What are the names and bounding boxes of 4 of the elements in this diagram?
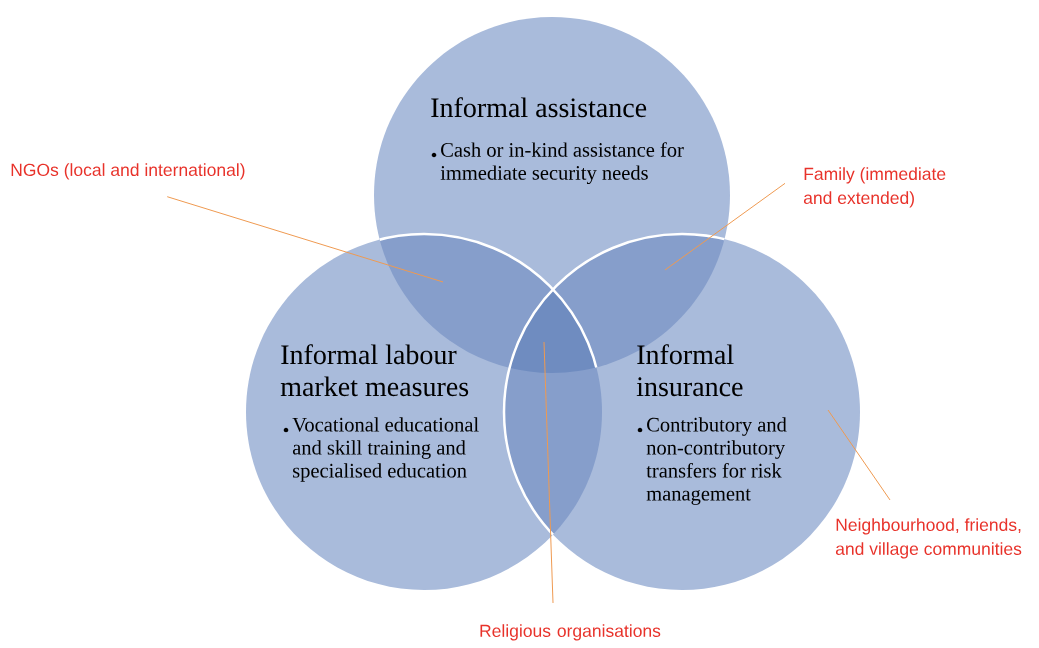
label: NGOs (local and international) [11,163,245,180]
label: Religious organisations [480,624,661,641]
label: Family (immediate and extended) [803,167,946,208]
label: Neighbourhood, friends, and village communities [835,518,1022,559]
